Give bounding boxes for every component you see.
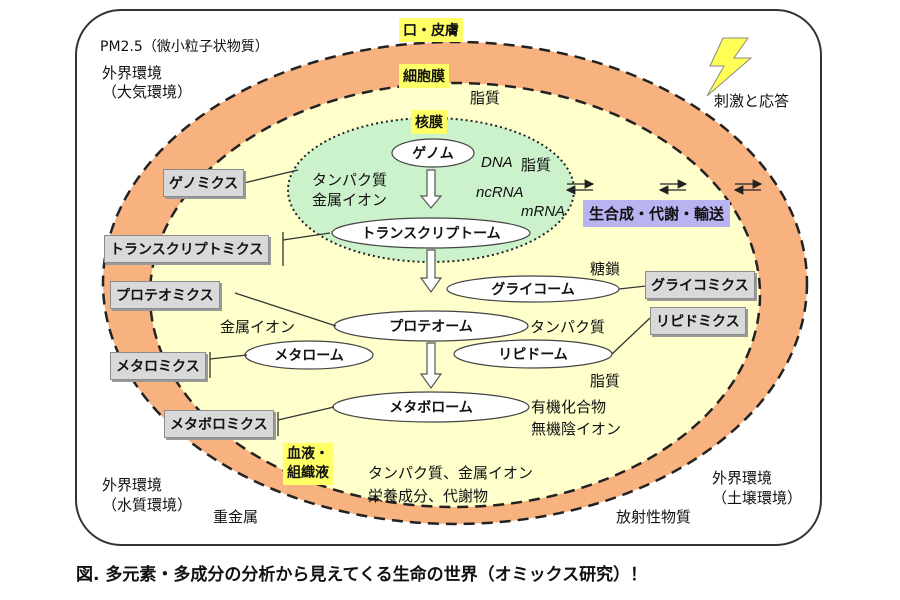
glycome-pill: グライコーム [491, 282, 575, 298]
mouth-skin-label: 口・皮膚 [399, 18, 463, 42]
metallomics-box: メタロミクス [110, 352, 206, 380]
proteome-pill: プロテオーム [389, 319, 473, 335]
metallome-pill: メタローム [274, 348, 344, 364]
ncrna-label: ncRNA [476, 184, 524, 201]
lipidomics-box: リピドミクス [650, 307, 746, 335]
metal-ion-label: 金属イオン [220, 318, 296, 336]
protein-metal-label: タンパク質 金属イオン [312, 171, 388, 209]
atmosphere-label: 外界環境 （大気環境） [102, 64, 193, 101]
metabolome-pill: メタボローム [389, 400, 473, 416]
lipidome-pill: リピドーム [498, 347, 568, 363]
mrna-label: mRNA [521, 203, 566, 220]
transcriptome-pill-shape [331, 217, 531, 249]
dna-label: DNA [481, 154, 513, 171]
cell-membrane-label: 細胞膜 [399, 64, 449, 88]
soil-label: 外界環境 （土壌環境） [712, 469, 803, 507]
metabolome-contents-label: 有機化合物 無機陰イオン [531, 398, 622, 438]
double-arrow-icon [565, 179, 763, 195]
sugar-chain-label: 糖鎖 [590, 260, 621, 278]
transcriptomics-box: トランスクリプトミクス [104, 235, 270, 263]
lightning-icon [706, 37, 753, 97]
figure-caption: 図. 多元素・多成分の分析から見えてくる生命の世界（オミックス研究）！ [76, 565, 648, 585]
protein-label: タンパク質 [530, 318, 606, 336]
transcriptome-pill: トランスクリプトーム [361, 226, 501, 242]
genomics-box: ゲノミクス [163, 169, 245, 197]
water-label: 外界環境 （水質環境） [102, 476, 193, 514]
lipid-top-label: 脂質 [470, 89, 501, 107]
heavy-metal-label: 重金属 [213, 508, 259, 526]
synthesis-label: 生合成・代謝・輸送 [583, 200, 731, 227]
nuclear-membrane-label: 核膜 [411, 110, 447, 134]
nucleus-lipid-label: 脂質 [521, 156, 552, 174]
stimulus-label: 刺激と応答 [714, 92, 790, 110]
radioactive-label: 放射性物質 [616, 508, 692, 526]
blood-contents-label: タンパク質、金属イオン 栄養成分、代謝物 [368, 464, 534, 505]
cell-lipid-label: 脂質 [590, 372, 621, 390]
connector-lines [209, 169, 651, 436]
genome-pill-shape [391, 138, 475, 168]
glycomics-box: グライコミクス [645, 271, 755, 299]
metabolomics-box: メタボロミクス [164, 410, 274, 438]
proteomics-box: プロテオミクス [110, 281, 220, 309]
flow-arrows [419, 169, 443, 390]
genome-pill: ゲノム [412, 146, 454, 162]
pm25-label: PM2.5（微小粒子状物質） [100, 39, 269, 55]
blood-label: 血液・ 組織液 [283, 443, 333, 485]
